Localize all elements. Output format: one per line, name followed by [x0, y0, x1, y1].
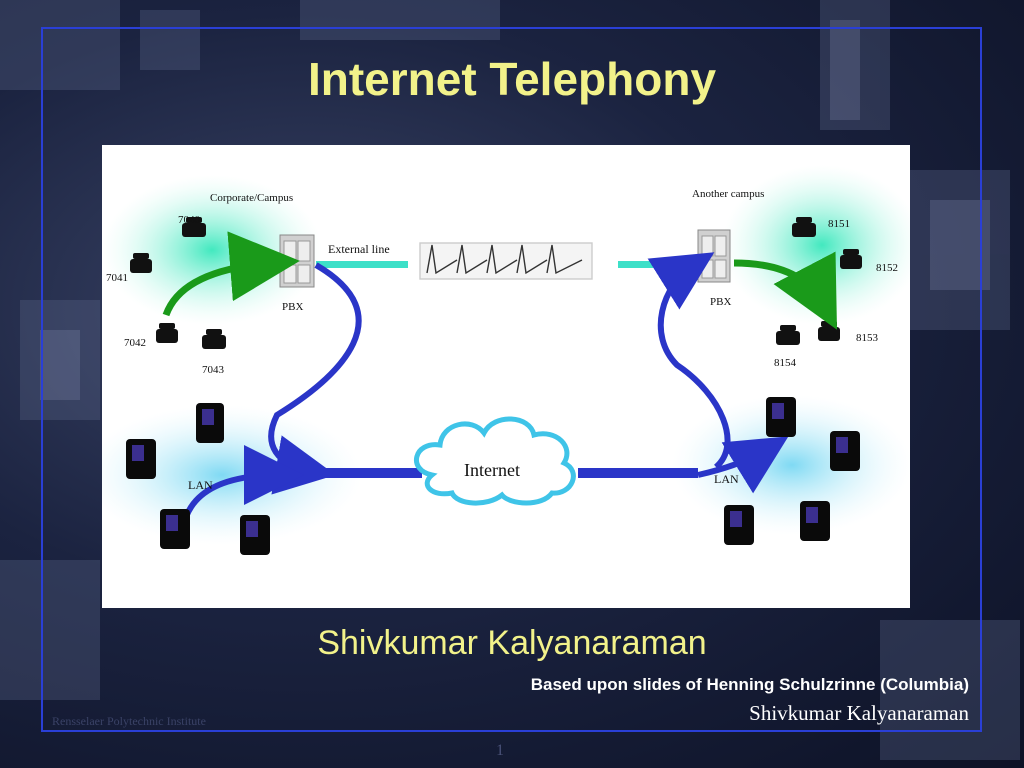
author-name: Shivkumar Kalyanaraman — [317, 624, 707, 662]
internet-cloud-icon — [414, 416, 576, 506]
left-site-label: Corporate/Campus — [210, 192, 293, 204]
external-line-left — [316, 261, 408, 268]
computer-icon — [126, 403, 270, 555]
lan-halo-right — [672, 395, 910, 535]
phone-ext-8153: 8153 — [856, 332, 879, 344]
phone-ext-7040: 7040 — [178, 214, 201, 226]
pbx-right-icon — [697, 229, 731, 283]
backbone-line-left — [316, 468, 422, 478]
pbx-left-icon — [279, 234, 315, 288]
phone-ext-7043: 7043 — [202, 364, 225, 376]
lan-left-label: LAN — [188, 478, 213, 492]
internet-label: Internet — [464, 460, 520, 480]
phone-icon — [130, 217, 226, 349]
network-diagram: Corporate/Campus Another campus PBX PBX … — [102, 145, 910, 608]
page-number: 1 — [496, 742, 504, 759]
trunk-line-icon — [419, 242, 593, 280]
pbx-right-label: PBX — [710, 296, 731, 308]
call-arrow-right — [733, 251, 838, 330]
lan-arrow-left — [183, 445, 304, 519]
external-line-label: External line — [328, 242, 390, 256]
phone-ext-8154: 8154 — [774, 357, 797, 369]
external-line-right — [618, 261, 698, 268]
lan-arrow-right — [697, 436, 789, 494]
phone-ext-8152: 8152 — [876, 262, 898, 274]
pbx-left-label: PBX — [282, 301, 303, 313]
lan-right-label: LAN — [714, 472, 739, 486]
slide-frame — [41, 27, 982, 732]
slide-title: Internet Telephony — [307, 53, 717, 105]
call-arrow-left — [162, 231, 300, 317]
footer-author: Shivkumar Kalyanaraman — [749, 701, 969, 725]
footer-institute: Rensselaer Polytechnic Institute — [52, 714, 206, 728]
phone-ext-7041: 7041 — [106, 272, 128, 284]
phone-ext-7042: 7042 — [124, 337, 146, 349]
right-site-label: Another campus — [692, 188, 764, 200]
campus-halo-right — [722, 165, 910, 325]
backbone-line-right — [578, 468, 698, 478]
credit-line: Based upon slides of Henning Schulzrinne… — [530, 675, 969, 694]
computer-icon — [724, 397, 860, 545]
phone-ext-8151: 8151 — [828, 218, 850, 230]
